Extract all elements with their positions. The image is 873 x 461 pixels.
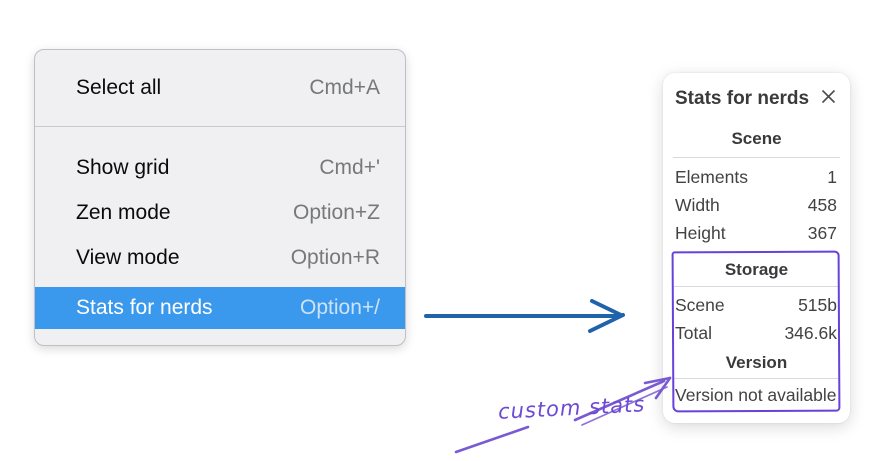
stat-value: 1 xyxy=(827,167,837,187)
stat-label: Scene xyxy=(675,295,725,315)
context-menu: Select all Cmd+A Show grid Cmd+' Zen mod… xyxy=(34,49,406,346)
menu-item-shortcut: Option+Z xyxy=(293,200,380,224)
stat-row: Width 458 xyxy=(675,195,837,216)
stats-panel-title: Stats for nerds xyxy=(675,88,810,109)
annotation-label: custom stats xyxy=(497,392,646,424)
stat-row: Total 346.6k xyxy=(675,323,837,344)
section-heading-scene: Scene xyxy=(731,129,782,148)
section-divider xyxy=(673,286,840,287)
stat-value: 346.6k xyxy=(784,323,837,343)
flow-arrow xyxy=(424,299,625,333)
menu-group: Show grid Cmd+' Zen mode Option+Z View m… xyxy=(35,127,405,329)
menu-item-shortcut: Cmd+A xyxy=(309,76,380,99)
menu-item-label: Select all xyxy=(76,76,162,99)
menu-item-shortcut: Cmd+' xyxy=(319,155,380,179)
menu-item-view-mode[interactable]: View mode Option+R xyxy=(35,235,405,280)
close-icon[interactable] xyxy=(820,88,837,105)
version-note: Version not available xyxy=(675,385,837,405)
menu-item-label: Show grid xyxy=(76,155,170,179)
stat-value: 515b xyxy=(798,295,837,315)
section-divider xyxy=(673,378,840,379)
menu-item-stats-for-nerds[interactable]: Stats for nerds Option+/ xyxy=(35,287,405,329)
stat-label: Width xyxy=(675,195,720,215)
stats-panel: Stats for nerds Scene Elements 1 Width 4… xyxy=(663,73,850,423)
menu-item-label: Zen mode xyxy=(76,200,171,224)
stat-row: Scene 515b xyxy=(675,295,837,316)
stat-row: Height 367 xyxy=(675,223,837,244)
stat-value: 458 xyxy=(807,195,837,215)
menu-item-zen-mode[interactable]: Zen mode Option+Z xyxy=(35,190,405,235)
menu-item-shortcut: Option+/ xyxy=(300,296,380,319)
menu-item-show-grid[interactable]: Show grid Cmd+' xyxy=(35,145,405,190)
menu-item-select-all[interactable]: Select all Cmd+A xyxy=(35,50,405,127)
section-heading-storage: Storage xyxy=(724,260,789,279)
stat-label: Total xyxy=(675,323,712,343)
section-heading-version: Version xyxy=(725,353,788,372)
stat-row: Elements 1 xyxy=(675,167,837,188)
stat-label: Height xyxy=(675,223,726,243)
menu-item-shortcut: Option+R xyxy=(290,245,380,269)
stat-value: 367 xyxy=(807,223,837,243)
menu-item-label: View mode xyxy=(76,245,180,269)
section-divider xyxy=(673,157,840,158)
stat-label: Elements xyxy=(675,167,748,187)
menu-item-label: Stats for nerds xyxy=(76,296,213,319)
